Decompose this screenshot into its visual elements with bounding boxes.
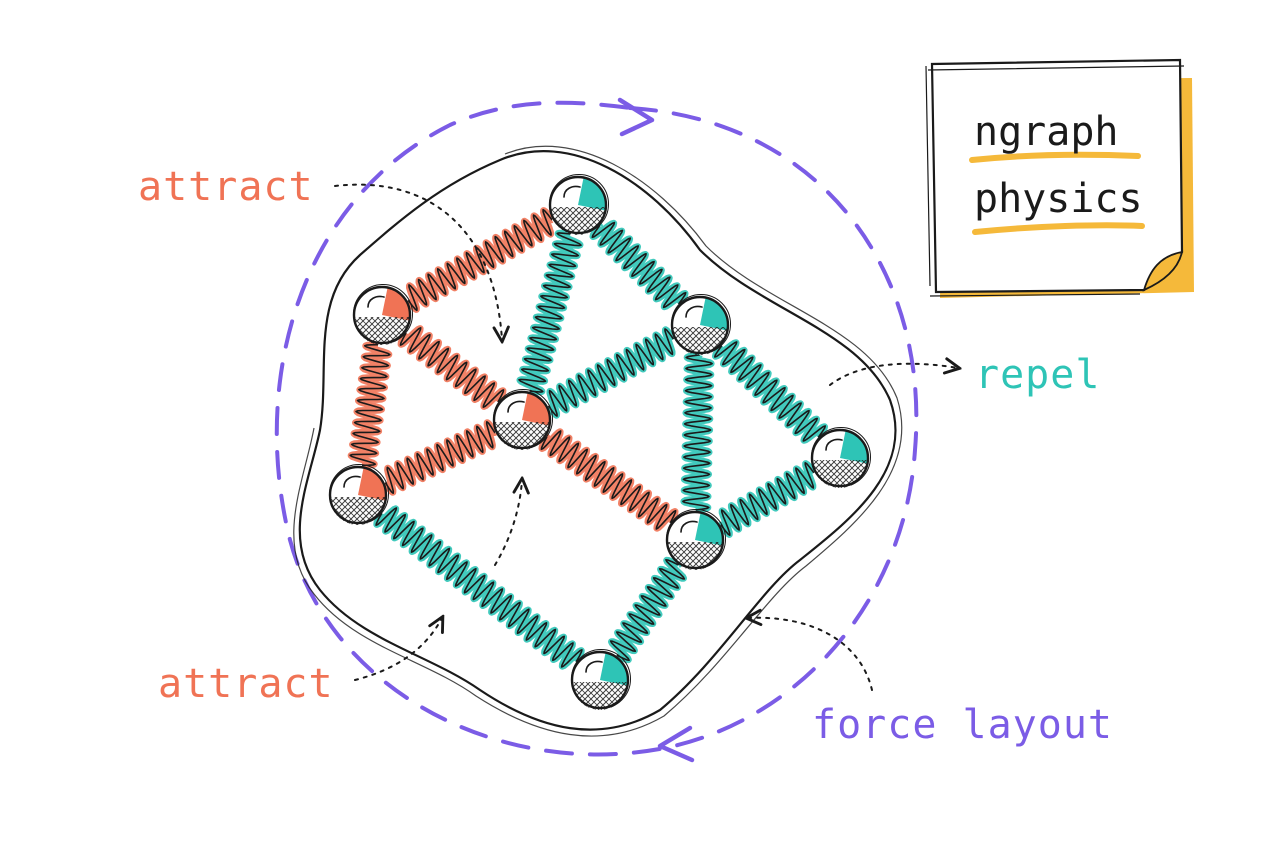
graph-node-G	[665, 509, 726, 570]
note-title-line1: ngraph	[974, 109, 1119, 155]
annotation-arrows	[334, 183, 958, 691]
spring-repel-D-F	[714, 341, 826, 442]
spring-attract-A-B	[407, 208, 553, 312]
graph-node-C	[492, 389, 553, 450]
spring-repel-A-D	[591, 221, 687, 309]
note-title-line2: physics	[974, 176, 1143, 222]
springs-layer	[347, 207, 828, 670]
note-underline-2	[972, 222, 1145, 235]
label-attract-bottom: attract	[158, 661, 334, 707]
spring-attract-C-G	[540, 430, 677, 530]
spring-repel-E-H	[375, 507, 583, 668]
nodes-layer	[328, 174, 871, 710]
spring-repel-C-D	[547, 328, 675, 417]
force-arrow-head-bottom-icon	[657, 725, 695, 763]
label-repel: repel	[975, 352, 1100, 398]
graph-boundary	[298, 150, 897, 731]
force-arrow-head-top-icon	[617, 97, 655, 137]
label-attract-top: attract	[138, 164, 314, 210]
graph-node-E	[328, 464, 389, 525]
spring-attract-B-E	[349, 343, 391, 467]
spring-attract-C-E	[384, 421, 496, 494]
spring-attract-B-C	[399, 327, 505, 408]
graph-node-D	[670, 294, 731, 355]
spring-repel-A-C	[518, 232, 582, 393]
graph-node-F	[810, 427, 871, 488]
arrow-attract-top-icon	[334, 183, 502, 340]
force-loop-dashes	[274, 100, 919, 757]
arrow-repel-icon	[829, 364, 958, 386]
arrow-attract-bottom-icon	[354, 618, 442, 681]
note-underline-1	[969, 151, 1141, 163]
label-force-layout: force layout	[812, 702, 1113, 748]
spring-repel-G-H	[609, 559, 686, 661]
arrow-force-layout-icon	[748, 618, 873, 691]
graph-node-H	[570, 649, 631, 710]
arrow-attract-center-icon	[494, 480, 522, 566]
graph-node-B	[352, 284, 413, 345]
sticky-note: ngraph physics	[925, 58, 1194, 298]
spring-repel-G-F	[720, 462, 815, 536]
graph-node-A	[548, 174, 609, 235]
spring-repel-D-G	[682, 354, 713, 511]
sticky-note-paper-sketch	[925, 65, 1185, 297]
sticky-note-curl	[1142, 250, 1184, 292]
graph-boundary-sketch	[293, 145, 903, 737]
force-loop	[274, 97, 919, 763]
